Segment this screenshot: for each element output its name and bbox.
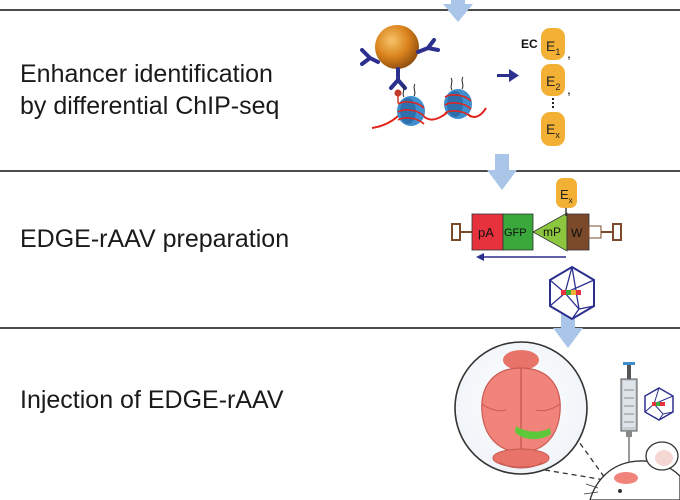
pa-label: pA	[478, 225, 494, 240]
svg-text:E2: E2	[546, 73, 560, 92]
enhancer-2-letter: E	[546, 73, 555, 89]
result-arrow	[497, 69, 519, 82]
mouse-brain-highlight	[614, 472, 638, 484]
small-capsid-icon	[644, 387, 674, 421]
enhancer-box-2	[541, 64, 565, 96]
enhancer-x-letter: E	[546, 121, 555, 137]
enhancer-list: EC E1 , E2 , Ex	[521, 28, 571, 146]
enhancer-x-sub: x	[555, 130, 560, 140]
injection-illustration	[454, 341, 680, 500]
construct-enhancer-letter: E	[560, 187, 569, 202]
aav-capsid-icon	[549, 265, 595, 321]
syringe-icon	[620, 362, 638, 462]
mouse-brain	[481, 350, 561, 469]
antibody-left	[360, 48, 380, 66]
enhancer-list-prefix: EC	[521, 37, 538, 51]
wpre-label: W	[571, 226, 583, 240]
enhancer-2-comma: ,	[567, 81, 571, 97]
histone-mark	[394, 89, 402, 97]
itr-right	[601, 223, 622, 241]
enhancer-1-comma: ,	[567, 45, 571, 61]
transcription-arrow	[476, 253, 566, 261]
flow-arrow-middle	[487, 154, 517, 190]
itr-left	[451, 223, 472, 241]
nucleosome-1	[397, 83, 425, 126]
gfp-label: GFP	[504, 227, 527, 239]
chip-illustration	[360, 25, 519, 129]
enhancer-1-letter: E	[546, 38, 555, 54]
mouse-head	[583, 441, 680, 500]
nucleosome-2	[444, 76, 472, 119]
step-1-label-line-1: Enhancer identification	[20, 60, 273, 88]
raav-construct: pA GFP mP W Ex	[451, 178, 622, 321]
injection-site	[515, 426, 551, 440]
antibody-right	[416, 38, 440, 54]
magnetic-bead	[375, 25, 419, 69]
svg-text:Ex: Ex	[546, 121, 560, 140]
step-1-label-line-2: by differential ChIP-seq	[20, 92, 280, 120]
enhancer-box-x	[541, 112, 565, 146]
gfp-element	[502, 213, 534, 251]
step-3-label: Injection of EDGE-rAAV	[20, 386, 284, 414]
flow-arrow-top	[443, 0, 473, 22]
construct-enhancer-box	[556, 178, 577, 208]
pa-element	[471, 213, 504, 251]
enhancer-1-sub: 1	[555, 47, 560, 57]
mp-label: mP	[543, 225, 561, 239]
enhancer-2-sub: 2	[555, 82, 560, 92]
step-2-label: EDGE-rAAV preparation	[20, 225, 290, 253]
svg-text:Ex: Ex	[560, 187, 573, 205]
svg-text:E1: E1	[546, 38, 560, 57]
construct-enhancer-sub: x	[569, 196, 573, 205]
enhancer-box-1	[541, 28, 565, 60]
